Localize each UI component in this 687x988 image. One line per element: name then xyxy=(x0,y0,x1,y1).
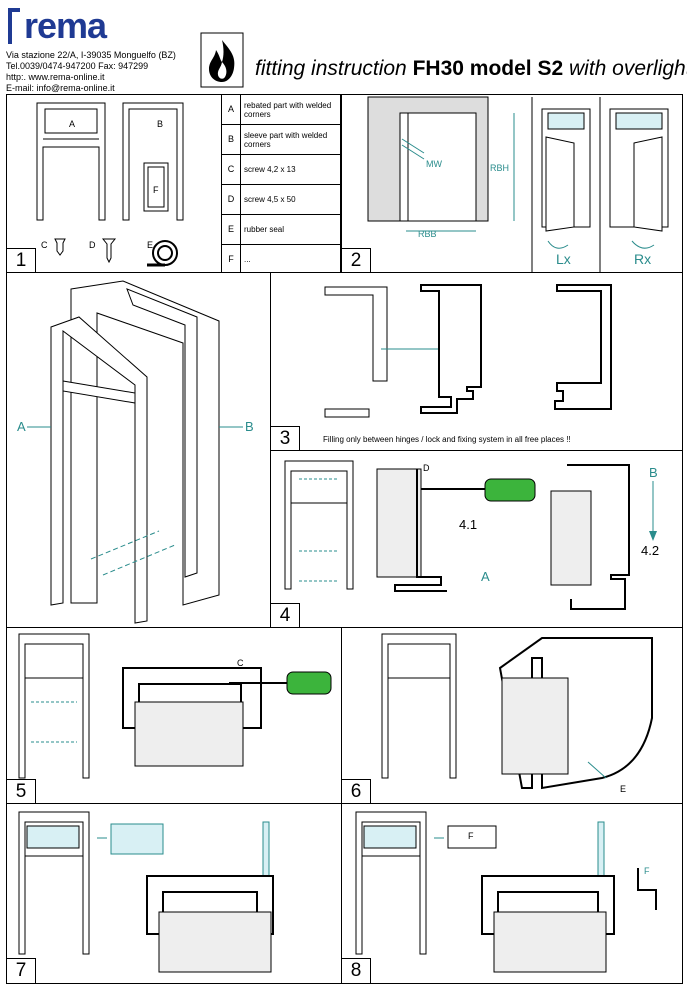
step-5-panel: C 5 xyxy=(6,627,343,805)
substep-4-1: 4.1 xyxy=(459,517,478,532)
screw-c-label: C xyxy=(41,240,48,250)
part-a-label: A xyxy=(17,419,26,434)
step-3-exploded-panel: A B xyxy=(6,272,272,629)
frame-a-label: A xyxy=(69,119,76,129)
screw-d-callout: D xyxy=(423,463,430,473)
step-number-3: 3 xyxy=(271,426,300,451)
filling-note: Filling only between hinges / lock and f… xyxy=(323,435,571,444)
legend-row: F... xyxy=(221,244,341,275)
mw-label: MW xyxy=(426,159,442,169)
step-number-2: 2 xyxy=(342,248,371,273)
step-number-8: 8 xyxy=(342,958,371,983)
screw-c-callout: C xyxy=(237,658,244,668)
step-1-drawing xyxy=(36,102,184,267)
part-b-callout: B xyxy=(649,465,658,480)
step-4-drawing xyxy=(284,460,657,610)
step-6-panel: E 6 xyxy=(341,627,683,805)
rbh-label: RBH xyxy=(490,163,510,173)
company-address: Via stazione 22/A, I-39035 Monguelfo (BZ… xyxy=(6,50,176,94)
address-line: Via stazione 22/A, I-39035 Monguelfo (BZ… xyxy=(6,50,176,60)
rx-label: Rx xyxy=(634,251,652,267)
panel-f-label: F xyxy=(153,185,159,195)
step-number-4: 4 xyxy=(271,603,300,628)
fire-icon xyxy=(200,32,244,88)
step-number-1: 1 xyxy=(7,248,36,273)
email-line: E-mail: info@rema-online.it xyxy=(6,83,115,93)
document-title: fitting instruction FH30 model S2 with o… xyxy=(255,56,687,82)
title-suffix: with overlight xyxy=(569,57,687,80)
step-4-panel: D 4.1 A B 4.2 4 xyxy=(270,450,683,629)
title-model: FH30 model S2 xyxy=(412,57,564,80)
frame-b-label: B xyxy=(157,119,164,129)
step-8-panel: F F 8 xyxy=(341,803,683,984)
logo-mark xyxy=(8,8,20,44)
title-prefix: fitting instruction xyxy=(255,57,407,80)
brand-logo: rema xyxy=(24,5,107,46)
panel-f-callout: F xyxy=(468,831,474,841)
profile-f-callout: F xyxy=(644,866,650,876)
step-number-7: 7 xyxy=(7,958,36,983)
web-line: http:. www.rema-online.it xyxy=(6,72,105,82)
step-6-drawing xyxy=(381,633,653,790)
step-5-drawing xyxy=(18,633,332,779)
seal-e-label: E xyxy=(147,240,154,250)
step-2-drawing xyxy=(367,96,669,273)
step-number-5: 5 xyxy=(7,779,36,804)
substep-4-2: 4.2 xyxy=(641,543,660,558)
screw-d-label: D xyxy=(89,240,96,250)
phone-line: Tel.0039/0474-947200 Fax: 947299 xyxy=(6,61,149,71)
step-3-panel: Filling only between hinges / lock and f… xyxy=(270,272,683,452)
step-8-drawing xyxy=(355,811,657,973)
seal-e-callout: E xyxy=(620,784,627,794)
step-3-drawing xyxy=(324,284,612,418)
rbb-label: RBB xyxy=(418,229,437,239)
lx-label: Lx xyxy=(556,251,571,267)
step-7-drawing xyxy=(18,811,274,973)
step-7-panel: 7 xyxy=(6,803,343,984)
part-b-label: B xyxy=(245,419,254,434)
step-2-panel: MW RBH RBB Lx Rx 2 xyxy=(341,94,683,274)
part-a-callout: A xyxy=(481,569,490,584)
exploded-frame-drawing xyxy=(27,280,243,624)
step-number-6: 6 xyxy=(342,779,371,804)
